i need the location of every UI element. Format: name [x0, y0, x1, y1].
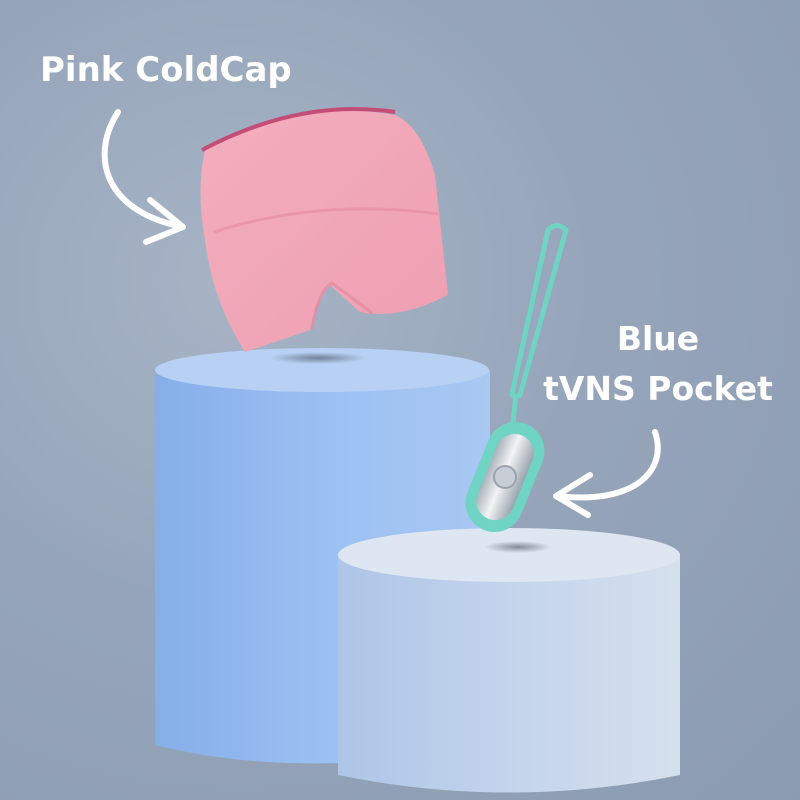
device-shadow: [484, 541, 552, 553]
device-label-line1: Blue: [616, 319, 700, 358]
device-label: Blue tVNS Pocket: [528, 314, 788, 414]
tvns-device: [465, 223, 569, 532]
device-label-line2: tVNS Pocket: [543, 369, 773, 408]
short-pedestal: [338, 528, 680, 793]
curved-arrow-icon: [101, 109, 186, 245]
curved-arrow-icon: [553, 429, 661, 518]
cap-shadow: [270, 352, 366, 364]
cap-label: Pink ColdCap: [40, 50, 292, 90]
lanyard-loop: [509, 223, 569, 399]
power-button: [493, 465, 517, 489]
pink-coldcap: [200, 107, 448, 352]
